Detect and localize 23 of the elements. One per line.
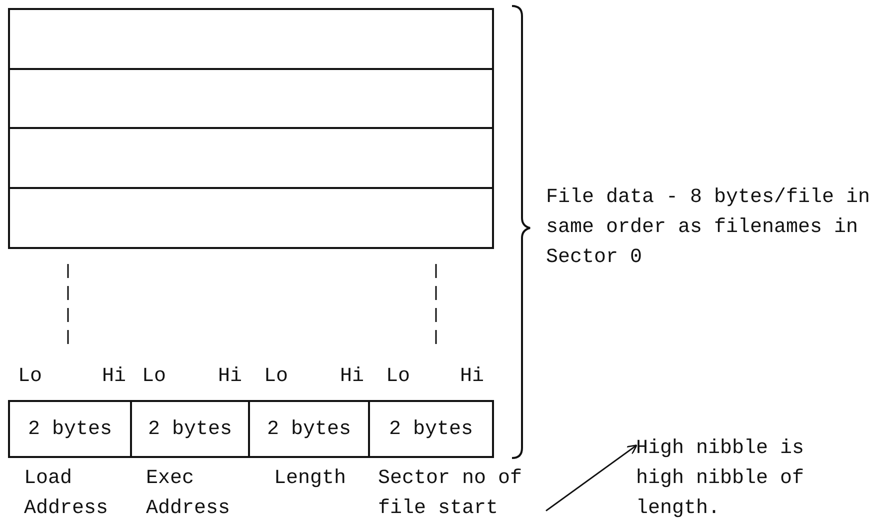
byte-field: 2 bytes: [368, 400, 494, 458]
byte-field: 2 bytes: [130, 400, 250, 458]
byte-field: 2 bytes: [248, 400, 370, 458]
memory-row: [8, 127, 494, 189]
field-label: Load Address: [24, 466, 110, 522]
byte-order-label: Lo: [386, 364, 412, 390]
note-text: High nibble is high nibble of length.: [636, 434, 836, 524]
byte-order-label: Hi: [218, 364, 244, 390]
note-text: File data - 8 bytes/file in same order as filenames in Sector 0: [546, 185, 872, 271]
memory-row: [8, 8, 494, 70]
byte-order-label: Hi: [102, 364, 128, 390]
field-label: Sector no of file start: [378, 464, 546, 524]
byte-field: 2 bytes: [8, 400, 132, 458]
byte-order-label: Hi: [340, 364, 366, 390]
byte-order-label: Hi: [460, 364, 486, 390]
field-label: Exec Address: [146, 466, 232, 522]
leader-arrow: [546, 444, 638, 512]
byte-order-label: Lo: [18, 364, 44, 390]
byte-order-label: Lo: [142, 364, 168, 390]
memory-row: [8, 68, 494, 129]
memory-row: [8, 187, 494, 249]
field-label: Length: [274, 466, 348, 492]
byte-order-label: Lo: [264, 364, 290, 390]
